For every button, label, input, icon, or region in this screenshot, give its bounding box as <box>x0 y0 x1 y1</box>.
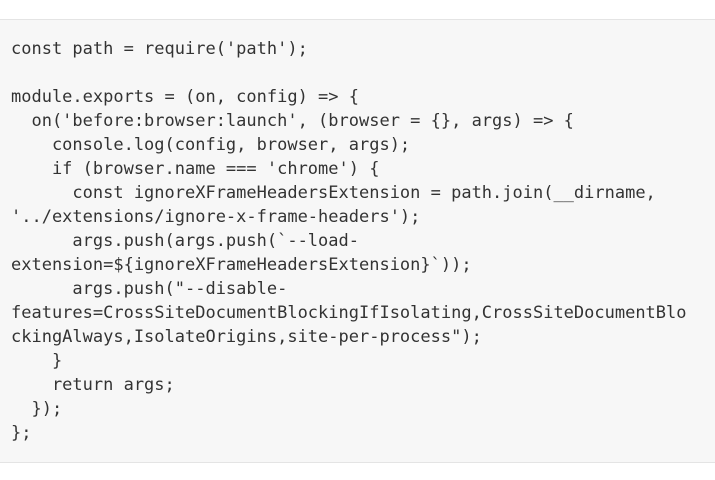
code-block: const path = require('path'); module.exp… <box>0 19 715 463</box>
code-snippet-page: const path = require('path'); module.exp… <box>0 19 715 463</box>
